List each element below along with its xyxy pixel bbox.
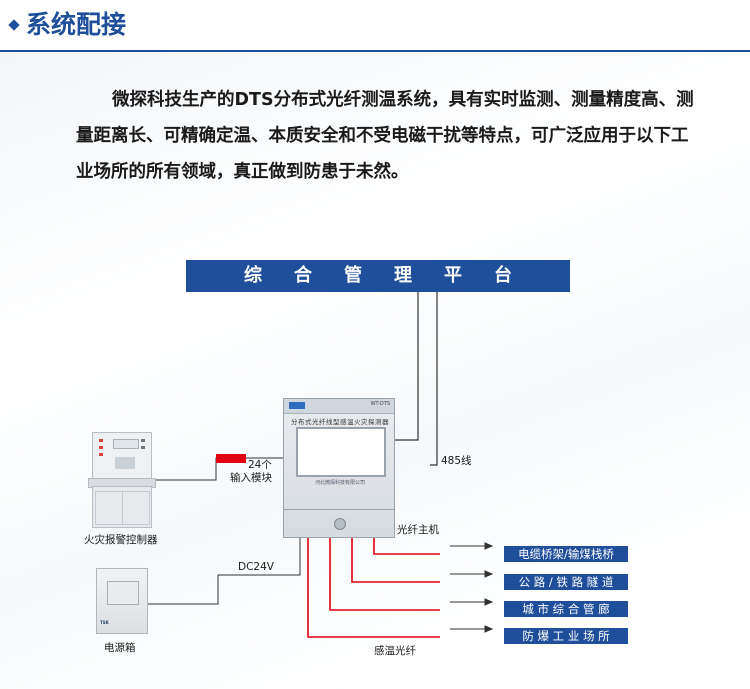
line-dc24v: [148, 538, 301, 605]
power-box-brand: TSK: [100, 620, 109, 625]
fire-panel-screen: [113, 439, 139, 449]
key-icon: [141, 446, 145, 449]
fire-alarm-controller-icon: [88, 432, 156, 528]
label-fiber-host: 光纤主机: [397, 524, 439, 536]
line-485-outer: [430, 292, 438, 466]
label-dc24v: DC24V: [238, 561, 274, 573]
area-tunnel: 公 路 / 铁 路 隧 道: [504, 574, 628, 590]
area-explosion-proof: 防 爆 工 业 场 所: [504, 628, 628, 644]
header-bar: 系统配接: [0, 0, 750, 52]
fiber-line-4: [307, 538, 440, 638]
cabinet-door: [122, 491, 150, 525]
fire-panel-upper: [92, 432, 152, 480]
host-model: WT-DTS: [370, 401, 390, 407]
host-device-title: 分布式光纤线型感温火灾探测器: [291, 418, 389, 426]
power-box-panel: [107, 581, 139, 605]
led-icon: [99, 439, 103, 442]
line-485-inner: [395, 292, 419, 441]
host-top-bar: WT-DTS: [284, 399, 394, 414]
label-input-module: 输入模块: [230, 472, 272, 484]
section-title-text: 系统配接: [26, 10, 127, 39]
arrows: [450, 542, 494, 633]
fiber-host-device: WT-DTS 分布式光纤线型感温火灾探测器 河北微探科技有限公司: [283, 398, 395, 538]
fiber-line-2: [351, 538, 440, 583]
label-sensing-fiber: 感温光纤: [374, 645, 416, 657]
host-screen: [296, 427, 386, 477]
company-logo-icon: [289, 402, 305, 409]
intro-paragraph: 微探科技生产的DTS分布式光纤测温系统，具有实时监测、测量精度高、测量距离长、可…: [76, 90, 694, 182]
cabinet-door: [95, 491, 123, 525]
led-icon: [99, 453, 103, 456]
area-utility-tunnel: 城 市 综 合 管 廊: [504, 601, 628, 617]
led-icon: [99, 446, 103, 449]
keypad-icon: [115, 457, 135, 469]
fiber-line-1: [373, 538, 440, 555]
area-cable-tray: 电缆桥架/输煤栈桥: [504, 546, 628, 562]
label-fire-controller: 火灾报警控制器: [84, 534, 158, 546]
label-485-line: 485线: [441, 455, 472, 467]
management-platform-box: 综合管理平台: [186, 260, 570, 292]
host-seam: [284, 509, 394, 510]
section-title: 系统配接: [8, 6, 127, 44]
key-icon: [141, 439, 145, 442]
fiber-line-3: [329, 538, 440, 611]
label-power-box: 电源箱: [104, 642, 136, 654]
line-controller: [154, 457, 283, 481]
power-box-icon: TSK: [96, 568, 148, 634]
host-company: 河北微探科技有限公司: [314, 480, 365, 486]
host-lock-icon: [334, 518, 346, 530]
input-module-icon: [216, 454, 246, 463]
fire-panel-cabinet: [92, 486, 152, 528]
label-input-count: 24个: [248, 459, 272, 471]
